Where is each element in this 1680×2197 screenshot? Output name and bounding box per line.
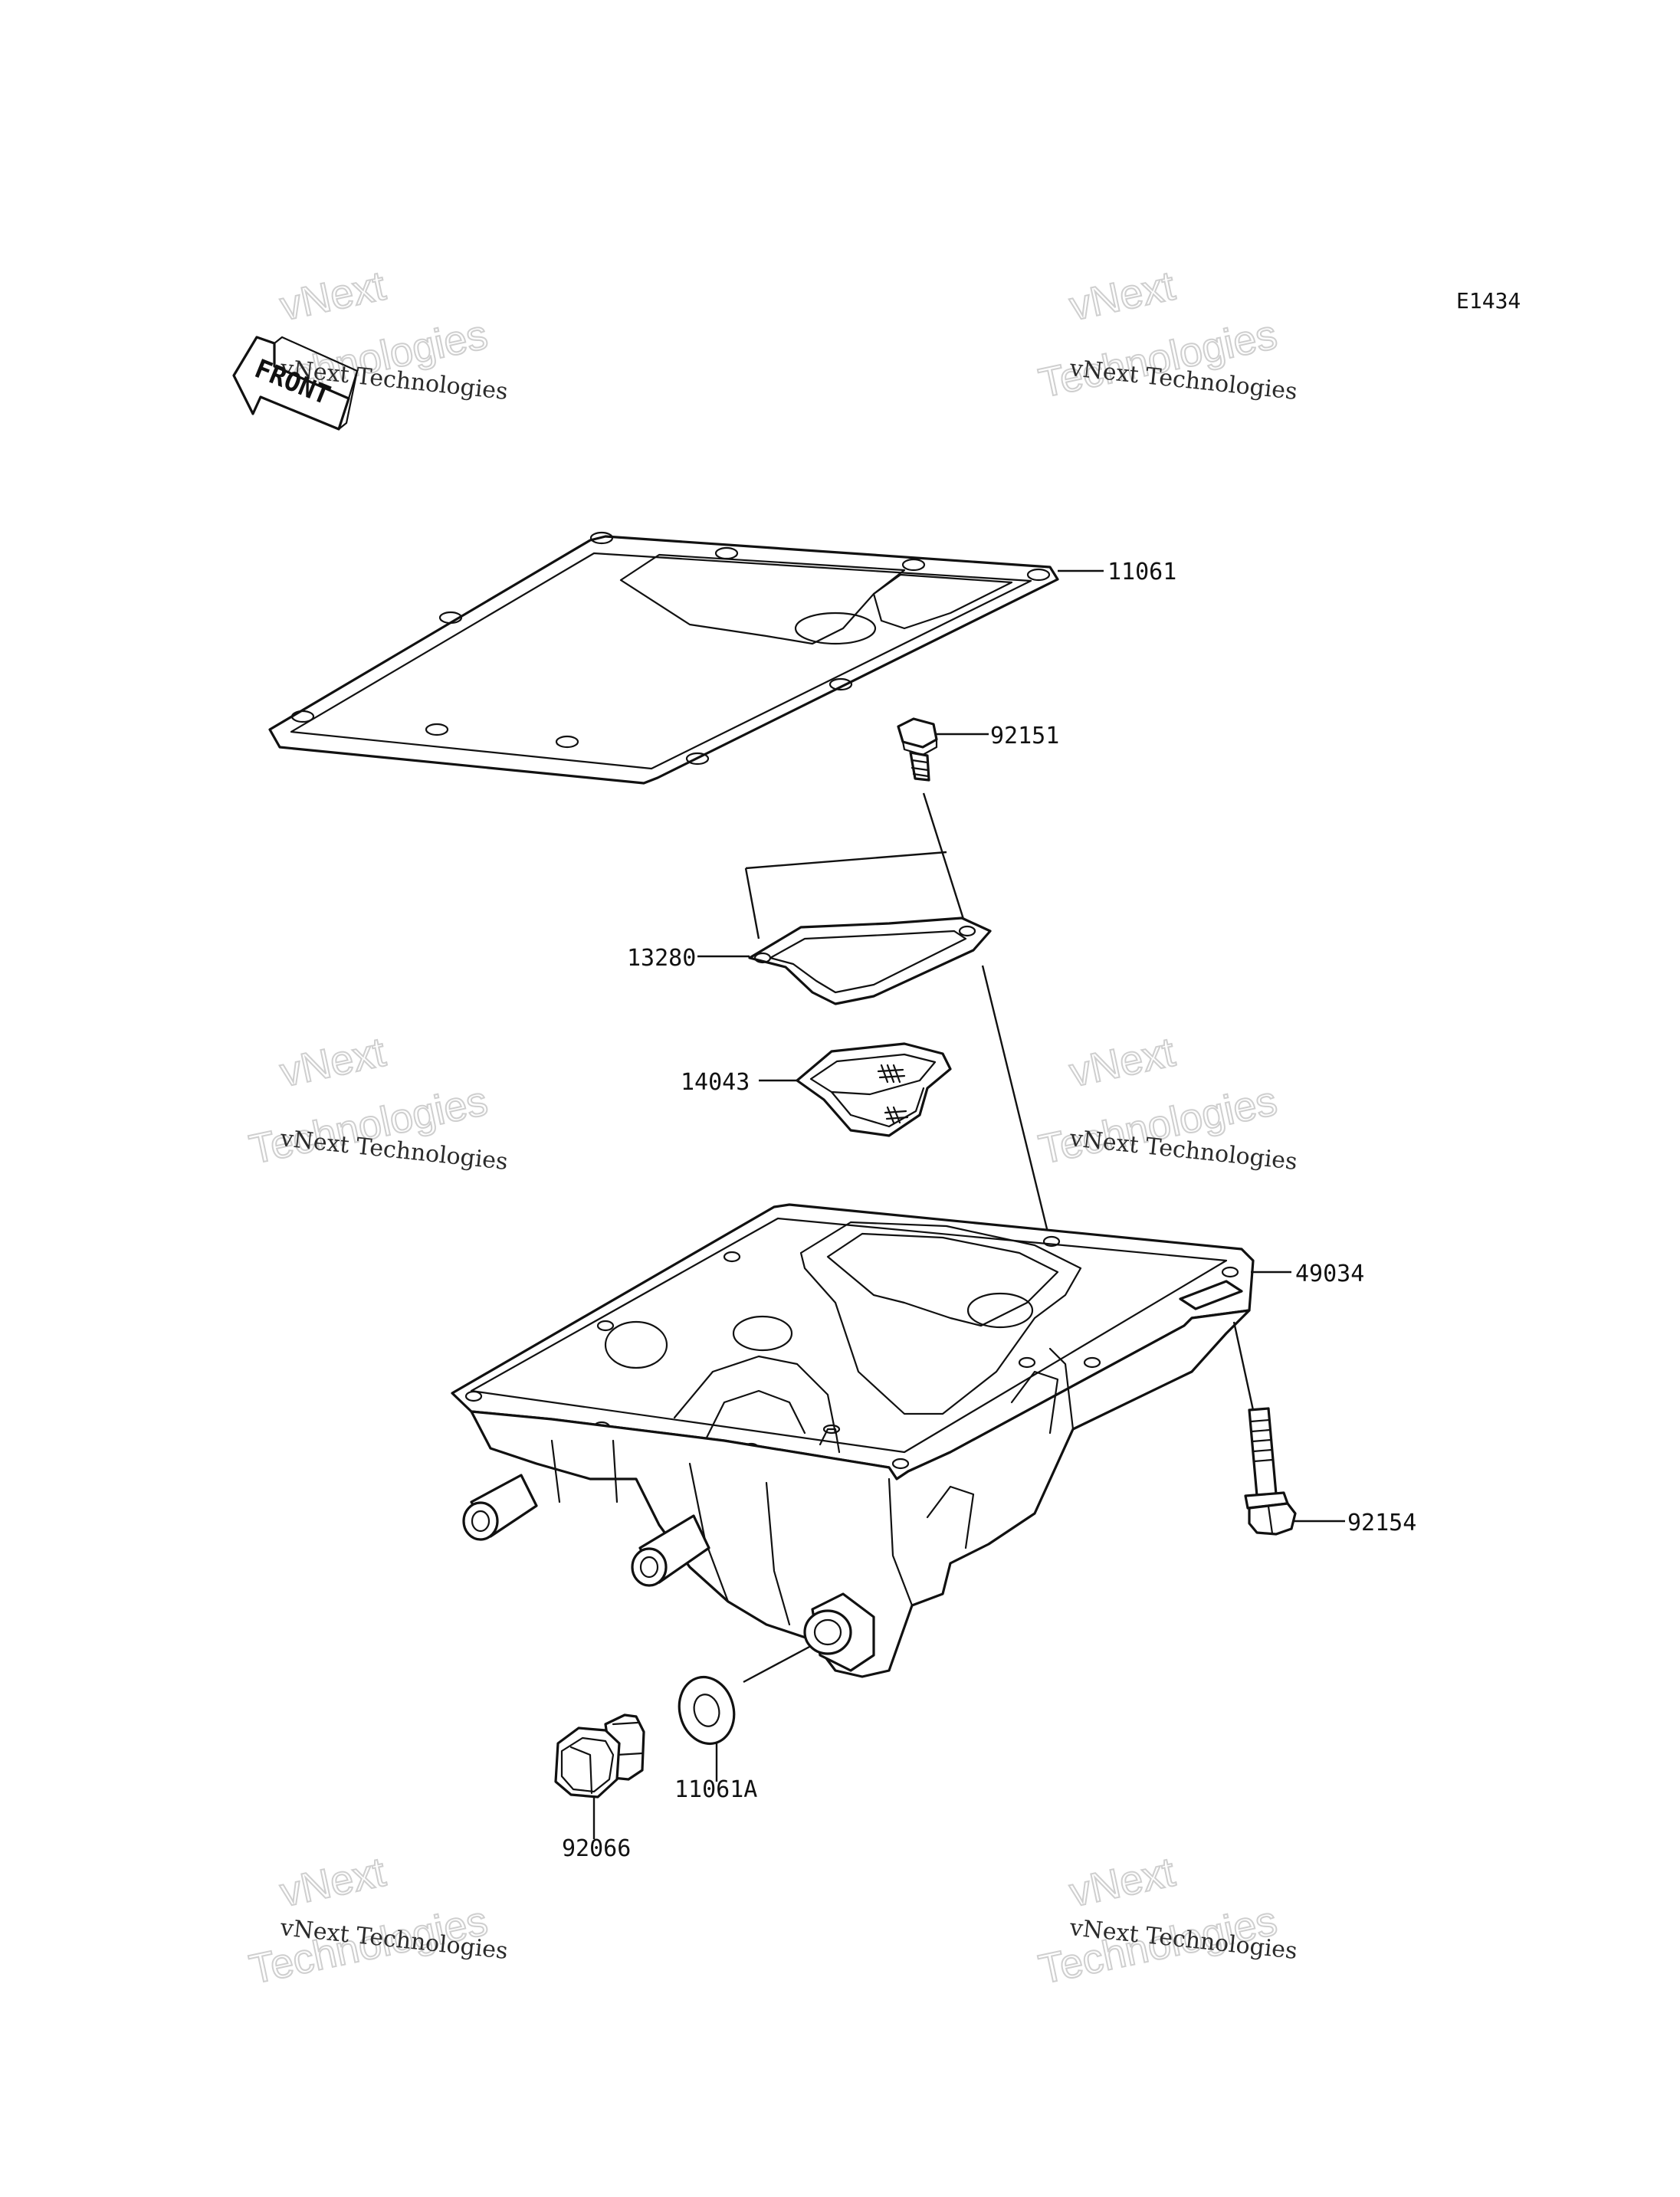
watermark-big-top: vNext (1065, 1849, 1179, 1916)
part-label-49034: 49034 (1295, 1261, 1364, 1287)
drain-plug-92066 (554, 1713, 645, 1799)
part-label-92151: 92151 (990, 723, 1059, 749)
diagram-code: E1434 (1456, 288, 1521, 313)
part-label-11061: 11061 (1107, 559, 1176, 585)
watermark-bottom-left: vNext Technologies (244, 1848, 492, 1994)
watermark-big-top: vNext (1065, 263, 1179, 330)
part-label-14043: 14043 (681, 1069, 750, 1096)
part-label-92066: 92066 (562, 1835, 631, 1862)
part-label-13280: 13280 (627, 945, 696, 972)
watermark-big-top: vNext (276, 1029, 389, 1096)
bolt-92154 (1244, 1407, 1297, 1536)
watermark-big-top: vNext (276, 1849, 389, 1916)
oil-pan-gasket (268, 531, 1059, 785)
part-label-92154: 92154 (1347, 1510, 1416, 1536)
washer-11061a (678, 1675, 736, 1746)
oil-pan (451, 1203, 1255, 1678)
watermark-big-top: vNext (1065, 1029, 1179, 1096)
watermark-bottom-right: vNext Technologies (1034, 1848, 1281, 1994)
bolt-92151 (897, 717, 938, 782)
oil-screen (796, 1042, 952, 1137)
watermark-big-top: vNext (276, 263, 389, 330)
part-label-11061A: 11061A (674, 1776, 757, 1803)
strainer-gasket (748, 917, 992, 1005)
mesh-icon (877, 1064, 909, 1124)
